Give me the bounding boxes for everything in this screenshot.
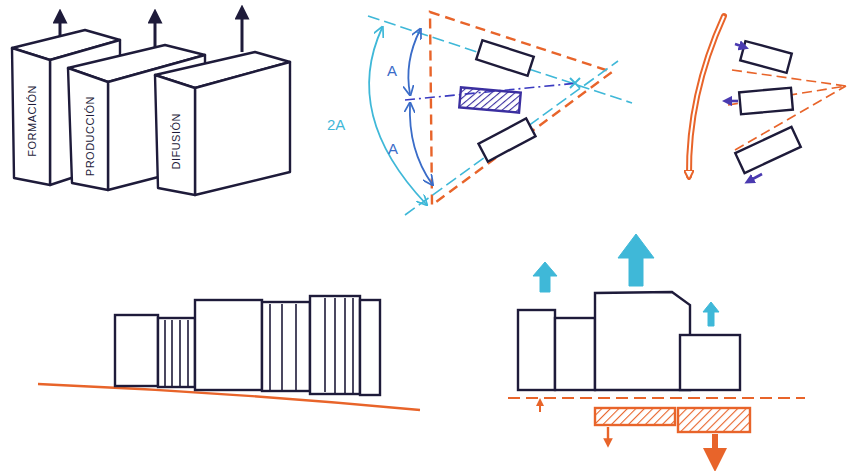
box-label: DIFUSIÓN xyxy=(170,113,182,170)
hatched-volume-plan xyxy=(459,87,521,112)
building-block xyxy=(262,302,310,391)
cyan-guide-line xyxy=(405,61,618,215)
volume-plan xyxy=(476,40,534,76)
up-arrow xyxy=(533,262,557,292)
building-block xyxy=(680,335,740,390)
section-sketch xyxy=(508,234,805,460)
building-block xyxy=(310,296,360,394)
angle-diagram xyxy=(368,12,632,215)
angle-label: A xyxy=(387,62,397,79)
program-box: PRODUCCIÓN xyxy=(72,88,107,184)
double-angle-arc xyxy=(369,28,426,204)
angle-arc xyxy=(408,30,420,94)
down-arrow xyxy=(712,434,718,460)
intersection-mark xyxy=(570,78,580,88)
elevation-sketch xyxy=(38,296,420,410)
box-front xyxy=(68,68,108,190)
program-box: DIFUSIÓN xyxy=(157,94,194,188)
up-arrow xyxy=(539,402,541,412)
down-arrow xyxy=(607,427,609,443)
up-arrow xyxy=(154,16,157,48)
shift-arrow xyxy=(727,100,738,103)
building-block xyxy=(195,300,262,390)
volume-plan xyxy=(739,88,793,114)
rotation-arc xyxy=(689,16,724,176)
volume-plan xyxy=(478,118,535,161)
volume-plan xyxy=(740,41,792,73)
up-arrow xyxy=(241,12,244,52)
shift-arrow xyxy=(749,174,762,181)
orange-dashed-triangle xyxy=(430,12,612,205)
angle-label: A xyxy=(388,140,398,157)
box-front xyxy=(12,48,50,185)
rotation-arc-core xyxy=(689,16,724,176)
building-block xyxy=(555,318,595,390)
building-block xyxy=(115,315,158,386)
up-arrow xyxy=(703,302,719,326)
facade-hatch xyxy=(325,298,353,394)
box-label: PRODUCCIÓN xyxy=(84,96,96,176)
rotation-diagram xyxy=(689,16,846,181)
facade-hatch xyxy=(165,320,188,387)
ground-line xyxy=(508,397,805,399)
building-block xyxy=(595,292,690,390)
underground-volume xyxy=(595,408,675,425)
underground-volume xyxy=(678,408,750,432)
box-label: FORMACIÓN xyxy=(26,85,38,157)
program-boxes xyxy=(12,12,290,195)
building-block xyxy=(360,300,380,395)
program-box: FORMACIÓN xyxy=(14,64,49,178)
volume-plan xyxy=(735,127,800,173)
box-side xyxy=(195,62,290,195)
shift-arrow xyxy=(735,44,744,47)
building-block xyxy=(518,310,555,390)
facade-hatch xyxy=(270,304,296,391)
angle-label: 2A xyxy=(327,116,345,133)
building-block xyxy=(158,318,195,387)
angle-arc xyxy=(410,104,432,184)
box-front xyxy=(155,75,195,195)
up-arrow xyxy=(618,234,654,286)
